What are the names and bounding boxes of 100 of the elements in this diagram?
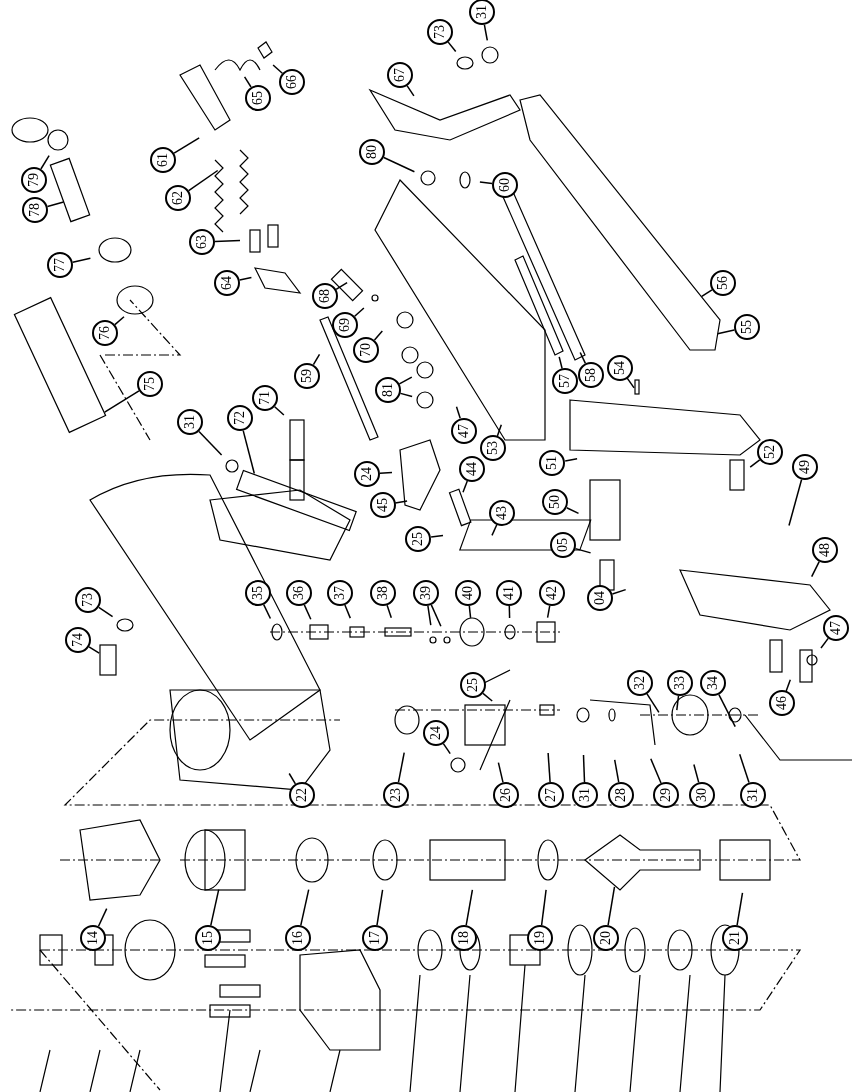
callout-number: 23 (383, 782, 409, 808)
callout-number: 30 (689, 782, 715, 808)
callout-number: 74 (65, 627, 91, 653)
leader-line (238, 276, 253, 281)
callout-number: 50 (542, 489, 568, 515)
leader-line (810, 560, 820, 578)
callout-number: 47 (451, 417, 478, 444)
callout-number: 75 (137, 371, 163, 397)
leader-line (272, 64, 284, 75)
leader-line (98, 606, 114, 618)
leader-line (579, 351, 587, 365)
leader-line (646, 693, 660, 714)
callout-number: 73 (75, 587, 101, 613)
leader-line (607, 886, 616, 926)
leader-line (479, 181, 493, 185)
leader-line (785, 678, 792, 692)
callout-number: 36 (286, 580, 312, 606)
callout-number: 68 (312, 283, 338, 309)
callout-number: 79 (21, 167, 47, 193)
callout-number: 28 (608, 782, 634, 808)
leader-line (693, 763, 700, 784)
leader-line (582, 754, 586, 783)
leader-line (376, 889, 384, 926)
callout-number: 20 (593, 925, 619, 951)
callout-number: 37 (327, 580, 353, 606)
leader-line (718, 693, 736, 728)
callout-number: 58 (577, 362, 604, 389)
leader-line (288, 772, 297, 785)
callout-number: 70 (353, 337, 379, 363)
callout-number: 41 (496, 580, 522, 606)
callout-number: 38 (370, 580, 396, 606)
callout-number: 67 (387, 62, 413, 88)
leader-line (430, 604, 442, 628)
callout-number: 04 (587, 585, 613, 611)
callout-number: 73 (427, 19, 453, 45)
callout-number: 77 (47, 252, 73, 278)
leader-line (198, 430, 223, 456)
leader-line (468, 605, 472, 619)
callout-number: 24 (423, 720, 449, 746)
callout-number: 34 (700, 670, 726, 696)
leader-line (386, 604, 393, 619)
leader-line (716, 329, 736, 335)
leader-line (71, 257, 92, 263)
callout-number: 27 (538, 782, 564, 808)
callout-number: 63 (189, 229, 215, 255)
leader-line (650, 758, 662, 784)
callout-number: 46 (768, 690, 795, 717)
callout-number: 22 (289, 782, 315, 808)
leader-line (491, 523, 498, 537)
leader-line (546, 605, 551, 619)
leader-line (397, 751, 405, 783)
callout-number: 29 (653, 782, 679, 808)
leader-line (564, 458, 578, 462)
leader-line (736, 892, 744, 926)
leader-line (406, 85, 415, 97)
leader-line (344, 604, 352, 619)
leader-line (820, 637, 829, 649)
callout-number: 21 (722, 925, 748, 951)
leader-line (482, 692, 493, 702)
callout-number: 54 (606, 354, 633, 381)
leader-line (483, 24, 489, 42)
callout-number: 44 (459, 456, 485, 482)
callout-number: 81 (375, 377, 401, 403)
leader-line (430, 534, 444, 538)
leader-line (462, 480, 469, 494)
leader-line (40, 154, 50, 170)
leader-line (97, 907, 108, 927)
leader-line (574, 547, 592, 554)
callout-number: 49 (792, 454, 818, 480)
callout-number: 66 (279, 69, 305, 95)
callout-number: 14 (80, 925, 106, 951)
callout-number: 35 (245, 580, 271, 606)
leader-line (312, 353, 321, 366)
callout-number: 62 (165, 185, 191, 211)
callout-number: 52 (757, 439, 783, 465)
leader-line (46, 201, 65, 208)
leader-line (243, 76, 252, 88)
leader-line (242, 429, 256, 475)
callout-number: 32 (627, 670, 653, 696)
leader-line (399, 392, 413, 398)
leader-line (701, 289, 713, 298)
callout-number: 43 (489, 499, 516, 526)
callout-number: 69 (332, 312, 358, 338)
leader-line (565, 506, 580, 515)
leader-line (303, 604, 312, 621)
callout-number: 19 (527, 925, 553, 951)
leader-line (455, 406, 461, 419)
callout-number: 25 (405, 525, 432, 552)
leader-line (540, 889, 547, 926)
callout-number: 65 (245, 85, 271, 111)
callout-number: 47 (823, 615, 849, 641)
callout-number: 16 (285, 925, 311, 951)
leader-line (398, 376, 413, 385)
callout-number: 71 (252, 385, 278, 411)
callout-number: 31 (177, 409, 203, 435)
callout-number: 18 (451, 925, 477, 951)
leader-line (379, 471, 393, 474)
leader-line (626, 377, 635, 389)
callout-number: 05 (550, 532, 576, 558)
leader-line (442, 742, 451, 755)
